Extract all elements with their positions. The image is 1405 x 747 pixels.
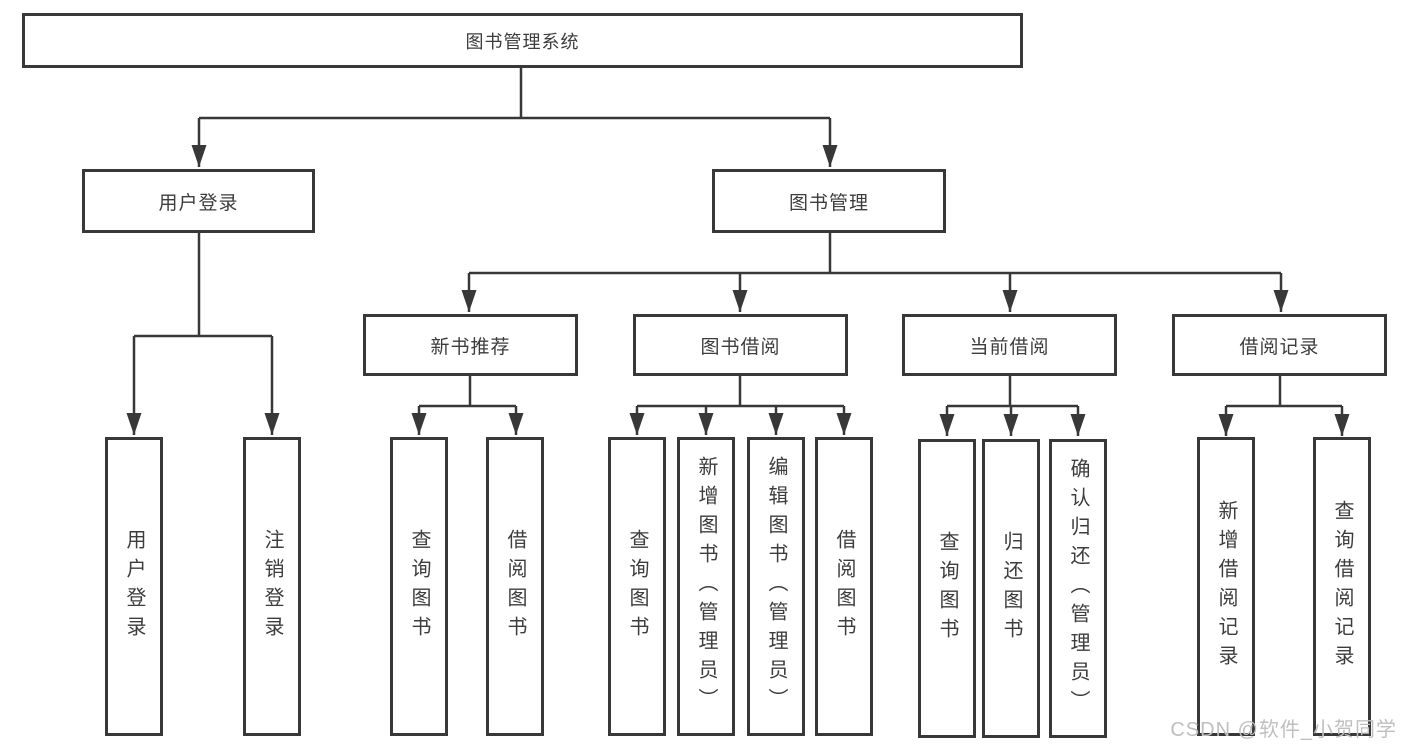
node-query-books-2: 查询图书 [608, 437, 666, 736]
node-label: 查询借阅记录 [1331, 499, 1353, 674]
node-user-login-leaf: 用户登录 [105, 437, 163, 736]
node-borrow-books-2: 借阅图书 [815, 437, 873, 736]
node-label: 图书管理 [788, 192, 869, 214]
csdn-watermark: CSDN @软件_小贺同学 [1170, 719, 1397, 741]
node-confirm-return-admin: 确认归还（管理员） [1049, 439, 1107, 738]
node-return-books: 归还图书 [982, 439, 1040, 738]
node-label: 查询图书 [626, 528, 648, 645]
node-book-borrow: 图书借阅 [633, 314, 848, 376]
node-label: 查询图书 [936, 530, 958, 647]
node-label: 新增图书（管理员） [695, 456, 717, 717]
node-label: 图书管理系统 [465, 31, 580, 52]
node-label: 新增借阅记录 [1215, 499, 1237, 674]
node-label: 注销登录 [261, 528, 283, 645]
node-label: 编辑图书（管理员） [765, 456, 787, 717]
node-borrow-books-1: 借阅图书 [486, 437, 544, 736]
node-label: 用户登录 [158, 192, 239, 214]
node-add-borrow-record: 新增借阅记录 [1197, 437, 1255, 736]
node-library-management-system: 图书管理系统 [22, 13, 1023, 68]
node-query-borrow-record: 查询借阅记录 [1313, 437, 1371, 736]
node-add-books-admin: 新增图书（管理员） [677, 437, 735, 736]
node-label: 用户登录 [123, 528, 145, 645]
node-new-book-recommend: 新书推荐 [363, 314, 578, 376]
node-label: 确认归还（管理员） [1067, 458, 1089, 719]
node-logout-leaf: 注销登录 [243, 437, 301, 736]
node-edit-books-admin: 编辑图书（管理员） [747, 437, 805, 736]
node-label: 新书推荐 [430, 336, 511, 358]
node-query-books-3: 查询图书 [918, 439, 976, 738]
node-label: 归还图书 [1000, 530, 1022, 647]
node-label: 借阅记录 [1239, 336, 1320, 358]
node-label: 借阅图书 [833, 528, 855, 645]
node-book-management: 图书管理 [712, 169, 946, 233]
node-label: 查询图书 [408, 528, 430, 645]
node-user-login: 用户登录 [82, 169, 315, 233]
node-label: 图书借阅 [700, 336, 781, 358]
node-borrow-record: 借阅记录 [1172, 314, 1387, 376]
node-label: 借阅图书 [504, 528, 526, 645]
node-query-books-1: 查询图书 [390, 437, 448, 736]
node-current-borrow: 当前借阅 [902, 314, 1117, 376]
node-label: 当前借阅 [969, 336, 1050, 358]
